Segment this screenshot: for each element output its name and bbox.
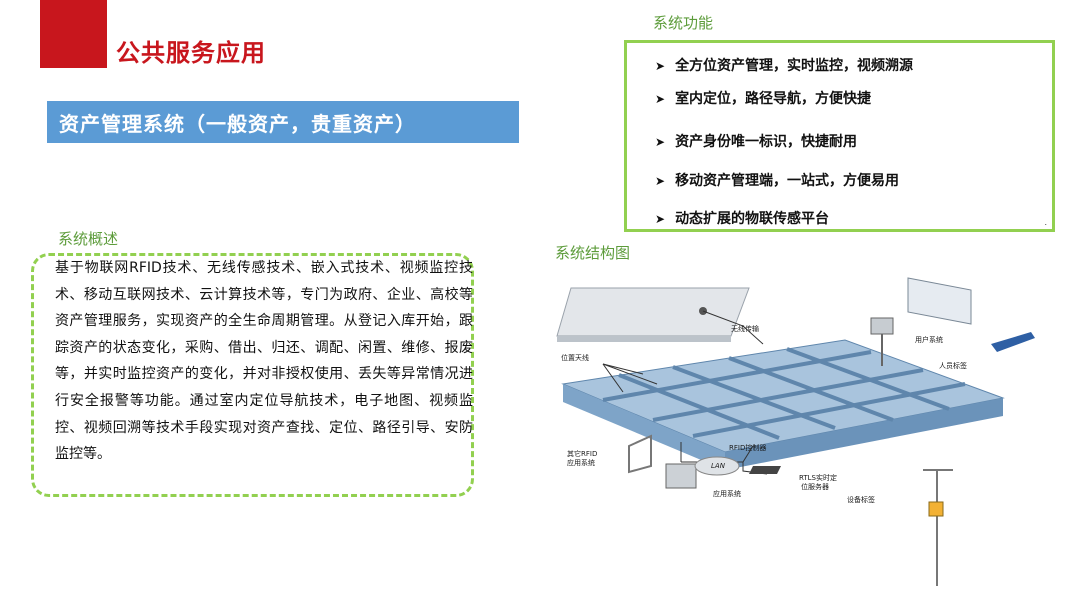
label-antenna: 位置天线 <box>561 353 589 362</box>
server-box <box>665 463 697 489</box>
function-item: ➤ 动态扩展的物联传感平台 <box>655 208 829 228</box>
subtitle-bar: 资产管理系统（一般资产，贵重资产） <box>47 101 519 143</box>
subtitle-text: 资产管理系统（一般资产，贵重资产） <box>59 112 416 136</box>
floor-plan-screen <box>907 277 972 325</box>
label-user-system: 用户系统 <box>915 335 943 344</box>
ceiling-edge <box>557 336 731 342</box>
function-item: ➤ 资产身份唯一标识，快捷耐用 <box>655 131 857 151</box>
label-wireless: 无线传输 <box>731 324 759 333</box>
functions-label: 系统功能 <box>653 14 714 32</box>
room-walls <box>602 347 966 440</box>
building-wall-side <box>725 398 1003 470</box>
function-item: ➤ 室内定位，路径导航，方便快捷 <box>655 88 871 108</box>
rtls-server-box <box>749 466 781 474</box>
system-structure-diagram: 无线传输 位置天线 用户系统 人员标签 其它RFID 应用系统 RFID控制器 … <box>553 266 1043 608</box>
function-item-text: 移动资产管理端，一站式，方便易用 <box>675 173 900 189</box>
building-wall-front <box>563 384 725 470</box>
function-item-text: 全方位资产管理，实时监控，视频溯源 <box>675 58 914 74</box>
function-item: ➤ 移动资产管理端，一站式，方便易用 <box>655 170 899 190</box>
lan-cloud <box>694 456 740 476</box>
title-accent-block <box>40 0 107 68</box>
handheld-scanner-icon <box>991 332 1035 352</box>
function-item-text: 室内定位，路径导航，方便快捷 <box>675 91 872 107</box>
label-person-tag: 人员标签 <box>939 361 967 370</box>
function-item: ➤ 全方位资产管理，实时监控，视频溯源 <box>655 55 913 75</box>
arrow-icon: ➤ <box>655 174 666 188</box>
label-device-tag: 设备标签 <box>847 495 875 504</box>
functions-box: ➤ 全方位资产管理，实时监控，视频溯源 ➤ 室内定位，路径导航，方便快捷 ➤ 资产身份… <box>624 40 1055 232</box>
label-rfid-controller: RFID控制器 <box>729 443 766 452</box>
label-other-rfid-1: 其它RFID <box>567 449 597 458</box>
label-lan: LAN <box>711 462 726 470</box>
decorative-dot: . <box>1044 218 1047 227</box>
label-app-system: 应用系统 <box>713 489 741 498</box>
ceiling-panel <box>556 287 750 337</box>
overview-text: 基于物联网RFID技术、无线传感技术、嵌入式技术、视频监控技术、移动互联网技术、… <box>55 260 473 463</box>
arrow-icon: ➤ <box>655 59 666 73</box>
label-rtls-1: RTLS实时定 <box>799 473 837 482</box>
arrow-icon: ➤ <box>655 135 666 149</box>
overview-box <box>31 253 474 497</box>
structure-diagram-svg: 无线传输 位置天线 用户系统 人员标签 其它RFID 应用系统 RFID控制器 … <box>556 277 1035 586</box>
device-tag-icon <box>928 501 944 517</box>
page-title: 公共服务应用 <box>116 39 266 67</box>
function-item-text: 资产身份唯一标识，快捷耐用 <box>675 134 858 150</box>
arrow-icon: ➤ <box>655 212 666 226</box>
bidirectional-arrow-icon <box>628 434 652 474</box>
label-other-rfid-2: 应用系统 <box>567 458 595 467</box>
label-rtls-2: 位服务器 <box>801 482 829 491</box>
structure-label: 系统结构图 <box>555 244 631 262</box>
arrow-icon: ➤ <box>655 92 666 106</box>
function-item-text: 动态扩展的物联传感平台 <box>675 211 830 227</box>
overview-label: 系统概述 <box>58 230 119 248</box>
monitor-icon <box>870 317 894 335</box>
